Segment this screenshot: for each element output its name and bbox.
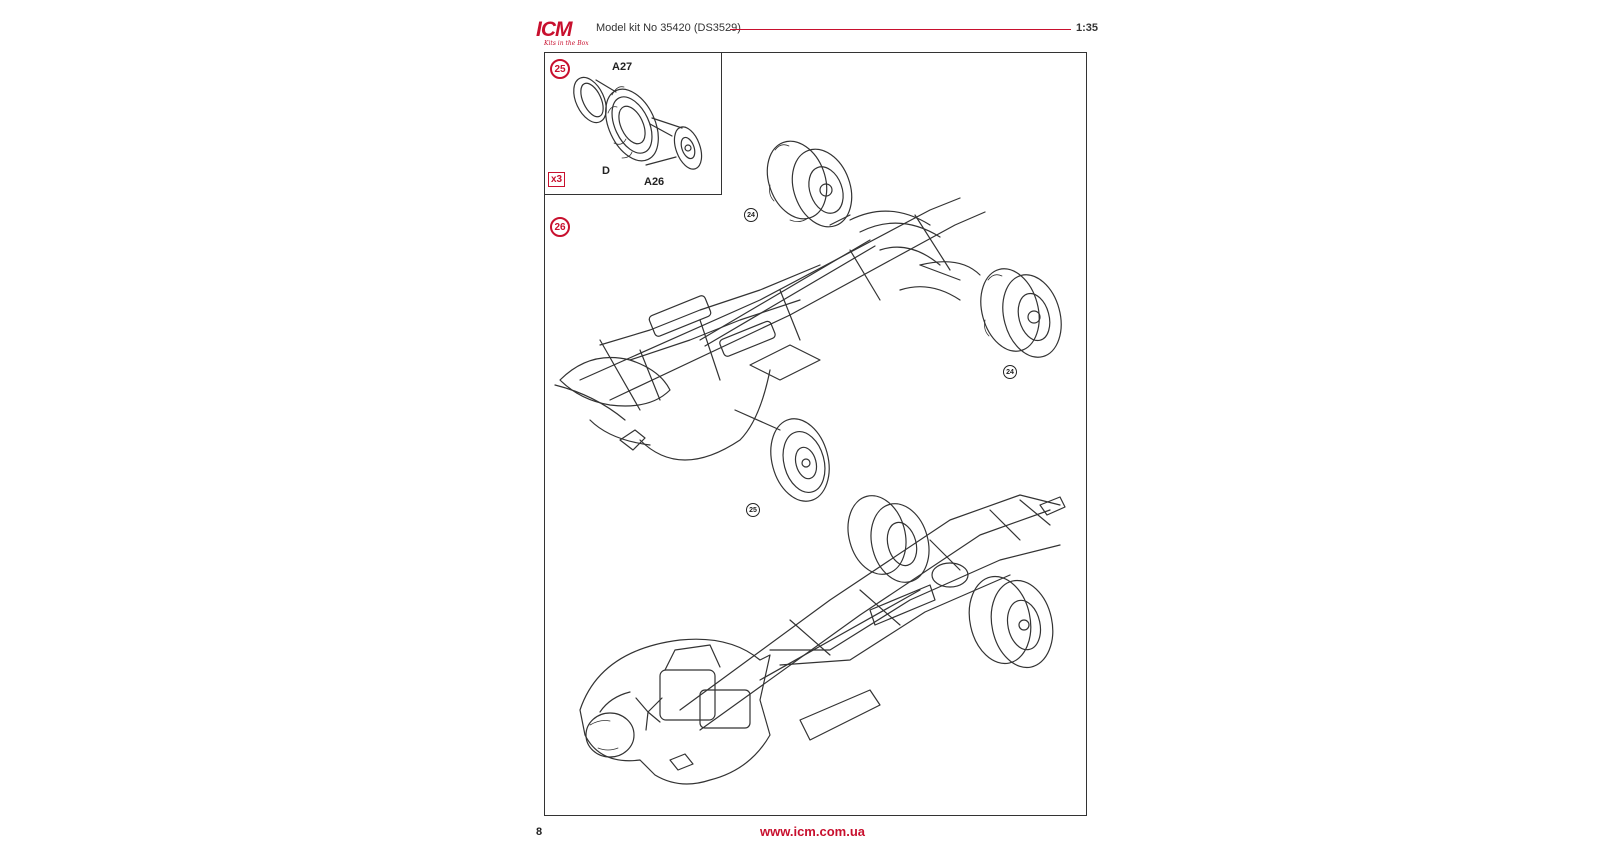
step-26-badge: 26 xyxy=(550,217,570,237)
website-link[interactable]: www.icm.com.ua xyxy=(760,824,865,839)
part-label-a27: A27 xyxy=(612,61,633,73)
header-rule xyxy=(730,29,1071,30)
part-label-a26: A26 xyxy=(644,176,665,188)
icm-logo: ICM Kits in the Box xyxy=(536,19,594,49)
subassembly-ref: 24 xyxy=(1003,365,1017,379)
subassembly-ref: 24 xyxy=(744,208,758,222)
quantity-badge: x3 xyxy=(548,172,565,187)
logo-tagline: Kits in the Box xyxy=(544,40,589,47)
assembly-frame xyxy=(544,52,1087,816)
step-25-badge: 25 xyxy=(550,59,570,79)
model-title: Model kit No 35420 (DS3529) xyxy=(596,22,741,34)
subassembly-ref: 25 xyxy=(746,503,760,517)
logo-text: ICM xyxy=(536,18,572,41)
step-25-inset xyxy=(544,52,722,195)
page-number: 8 xyxy=(536,826,543,838)
scale-label: 1:35 xyxy=(1076,22,1099,34)
part-label-d: D xyxy=(602,165,610,177)
